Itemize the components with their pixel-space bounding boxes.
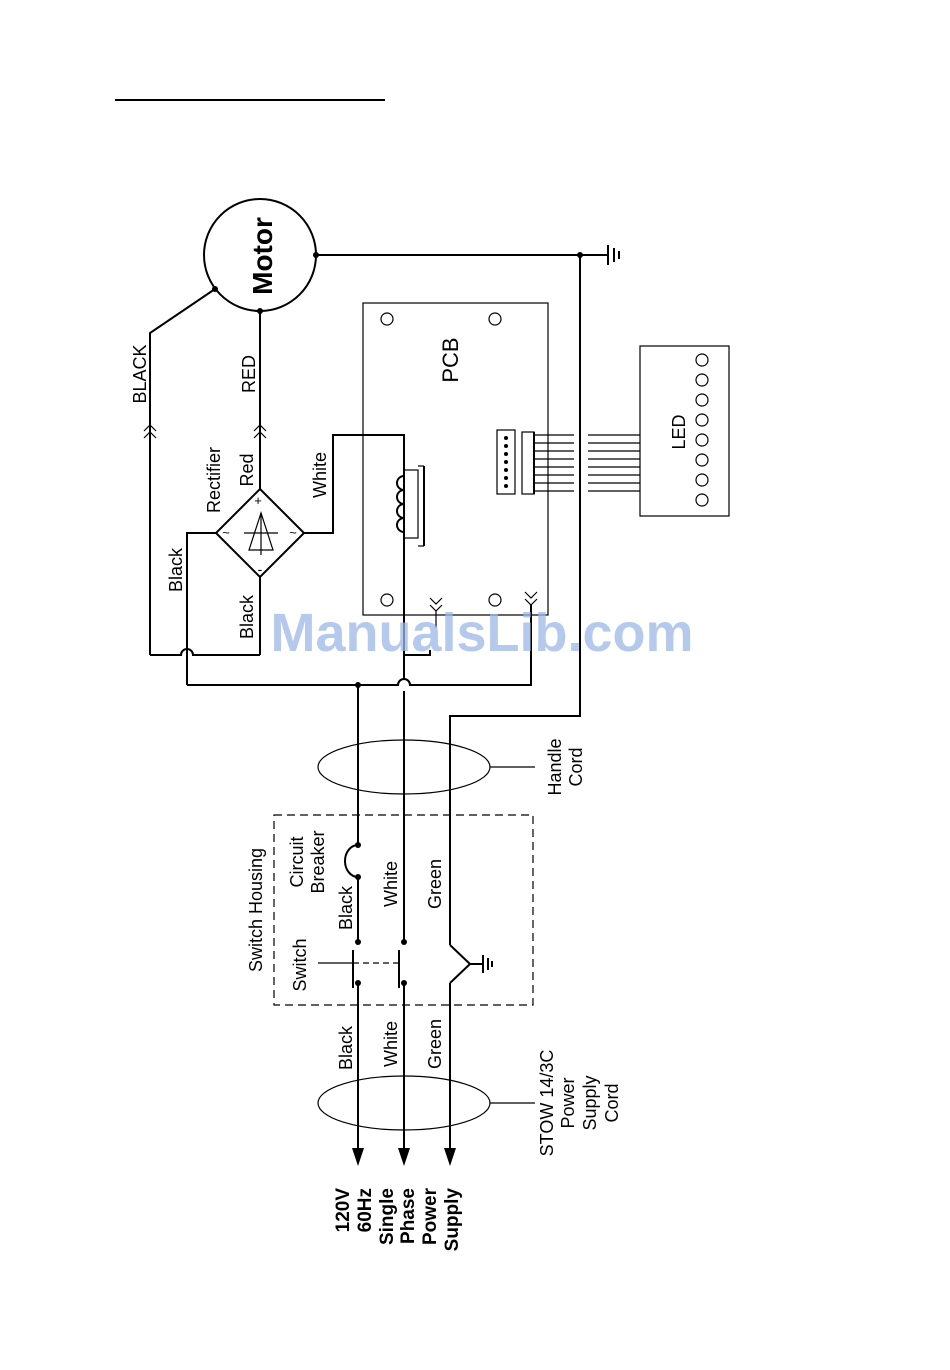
label-black-upper: BLACK xyxy=(130,344,150,403)
power-cord-line4: Cord xyxy=(602,1083,622,1122)
wire-black-rect-ac xyxy=(187,533,216,685)
coil-icon xyxy=(397,466,424,546)
switch-housing-label: Switch Housing xyxy=(246,848,266,972)
label-black-rect-1: Black xyxy=(166,547,186,592)
rectifier-plus: + xyxy=(254,493,262,508)
power-cord-line1: STOW 14/3C xyxy=(537,1050,557,1157)
supply-line2: 60Hz xyxy=(355,1188,376,1232)
supply-line1: 120V xyxy=(333,1188,354,1233)
supply-line5: Power xyxy=(420,1187,441,1245)
handle-cord-label-1: Handle xyxy=(545,738,565,795)
label-white-pcb: White xyxy=(310,452,330,498)
motor: Motor xyxy=(204,199,319,314)
supply-green-label: Green xyxy=(425,1019,445,1069)
pcb: PCB xyxy=(363,303,548,628)
label-red-rect: Red xyxy=(237,453,257,486)
handle-cord-label-2: Cord xyxy=(566,747,586,786)
supply-line6: Supply xyxy=(442,1188,463,1252)
housing-green-label: Green xyxy=(425,859,445,909)
switch-label: Switch xyxy=(290,938,310,991)
housing-ground xyxy=(450,945,492,983)
motor-label: Motor xyxy=(247,217,278,295)
supply-black-label: Black xyxy=(336,1025,356,1070)
supply-line3: Single xyxy=(377,1188,398,1245)
switch-housing: Switch Housing Circuit Breaker Black Whi… xyxy=(246,815,533,1005)
supply-line4: Phase xyxy=(398,1188,419,1244)
power-cord-line3: Supply xyxy=(580,1075,600,1130)
supply-white-label: White xyxy=(381,1021,401,1067)
rectifier-label: Rectifier xyxy=(204,447,224,513)
housing-black-label: Black xyxy=(336,885,356,930)
supply-label: 120V 60Hz Single Phase Power Supply xyxy=(333,1187,463,1251)
supply-wires: Black White Green xyxy=(336,983,456,1166)
pcb-label: PCB xyxy=(438,337,463,382)
pcb-connector xyxy=(497,430,534,494)
ground-icon xyxy=(608,245,619,265)
wire-black-motor xyxy=(150,289,215,432)
label-black-rect-2: Black xyxy=(237,594,257,639)
led-label: LED xyxy=(669,414,689,449)
breaker-label-1: Circuit xyxy=(287,836,307,887)
motor-ground xyxy=(316,245,619,945)
housing-white-label: White xyxy=(381,861,401,907)
breaker-label-2: Breaker xyxy=(308,830,328,893)
label-red-upper: RED xyxy=(239,355,259,393)
rectifier-ac-left: ~ xyxy=(222,525,230,540)
led-board: LED xyxy=(640,346,729,516)
ribbon-cable xyxy=(534,435,640,491)
switch-icon: Switch xyxy=(290,938,407,991)
wire-bus-upper xyxy=(150,649,260,655)
power-supply-cord: STOW 14/3C Power Supply Cord xyxy=(318,1050,622,1157)
watermark: ManualsLib.com xyxy=(270,603,693,663)
power-cord-line2: Power xyxy=(558,1077,578,1128)
rectifier-ac-right: ~ xyxy=(289,525,297,540)
rectifier-minus: - xyxy=(258,561,263,577)
